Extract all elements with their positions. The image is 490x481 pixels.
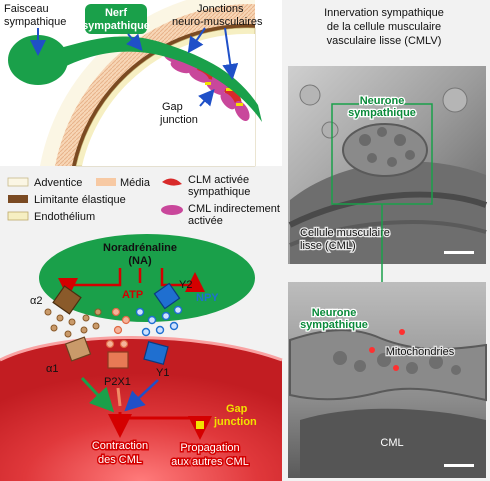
gap-junction-label-2: junction (213, 416, 257, 428)
npy-label: NPY (196, 292, 219, 304)
mitochondries-label: Mitochondries (386, 346, 455, 358)
micrograph-title-2: de la cellule musculaire (327, 21, 441, 33)
bottom-neurone-label-1: Neurone (312, 307, 357, 319)
top-neurone-label-2: sympathique (348, 107, 416, 119)
y2-label: Y2 (179, 279, 192, 291)
nerf-label-2: sympathique (82, 20, 150, 32)
bottom-neurone-label-2: sympathique (300, 319, 368, 331)
alpha2-label: α2 (30, 295, 42, 307)
alpha2-receptor (52, 285, 82, 315)
p2x1-receptor (107, 351, 129, 369)
p2x1-to-contraction-arrow (116, 387, 122, 407)
legend-clm-1: CLM activée (188, 174, 249, 186)
bottom-cml-label: CML (380, 437, 403, 449)
na-to-y2-arrow (160, 268, 205, 292)
propagation-label-1: Propagation (180, 442, 239, 454)
y2-receptor (153, 282, 181, 310)
atp-label: ATP (122, 289, 143, 301)
p2x1-label: P2X1 (104, 376, 131, 388)
sympathetic-nerve (8, 35, 262, 122)
y1-label: Y1 (156, 367, 169, 379)
alpha1-to-contraction-arrow (80, 376, 115, 413)
legend-swatch-adventice (7, 177, 29, 187)
legend-clm-icon (162, 178, 182, 186)
alpha1-label: α1 (46, 363, 58, 375)
nerve-terminal (39, 234, 255, 322)
gap-label-1: Gap (162, 101, 183, 113)
gap-junction-mark (196, 421, 204, 429)
jonctions-label-1: Jonctions (197, 3, 244, 15)
legend-swatch-limitante (8, 195, 28, 203)
legend-cml-1: CML indirectement (188, 203, 280, 215)
nerve-bundle (8, 35, 68, 85)
npy-vesicles (135, 305, 183, 337)
top-neurone-label-1: Neurone (360, 95, 405, 107)
y1-to-contraction-arrow (124, 379, 159, 412)
micrograph-bottom-texture (289, 329, 487, 478)
legend-swatch-endothelium (7, 211, 29, 221)
alpha1-receptor (64, 336, 92, 362)
propagation-label-2: aux autres CML (171, 456, 249, 468)
muscle-membrane (0, 336, 283, 362)
micrograph-title-3: vasculaire lisse (CMLV) (327, 35, 442, 47)
micrograph-panel: Innervation sympathique de la cellule mu… (288, 7, 488, 478)
legend-adventice: Adventice (34, 177, 82, 189)
jonctions-arrow-1 (187, 27, 206, 54)
faisceau-label-1: Faisceau (4, 3, 49, 15)
gap-label-2: junction (159, 114, 198, 126)
scale-bar-top (444, 251, 474, 254)
legend-cml-2: activée (188, 215, 223, 227)
micrograph-top-texture (288, 84, 488, 264)
legend-limitante: Limitante élastique (34, 194, 126, 206)
jonctions-arrow-2 (222, 27, 239, 80)
legend-endothelium: Endothélium (34, 211, 95, 223)
micrograph-title-1: Innervation sympathique (324, 7, 444, 19)
na-label-1: Noradrénaline (103, 242, 177, 254)
na-label-2: (NA) (128, 255, 152, 267)
legend-media: Média (120, 177, 151, 189)
faisceau-label-2: sympathique (4, 16, 66, 28)
scale-bar-bottom (444, 464, 474, 467)
contraction-label-1: Contraction (92, 440, 148, 452)
gap-arrow (198, 88, 215, 107)
nerf-label-1: Nerf (105, 7, 127, 19)
cml-label-2: lisse (CML) (300, 240, 356, 252)
cml-label-1: Cellule musculaire (300, 227, 390, 239)
atp-vesicles (105, 307, 131, 349)
legend-cml-icon (161, 205, 183, 215)
gap-junction-label-1: Gap (226, 403, 248, 415)
jonctions-label-2: neuro-musculaires (172, 16, 263, 28)
signaling-diagram: Noradrénaline (NA) ATP α2 Y2 NPY (0, 234, 283, 481)
legend: Adventice Média Limitante élastique Endo… (7, 174, 280, 227)
nerf-arrow (126, 33, 143, 52)
vessel-cross-section: Faisceau sympathique Nerf sympathique Jo… (0, 0, 282, 167)
legend-swatch-media (96, 178, 116, 186)
y1-receptor (143, 340, 169, 366)
legend-clm-2: sympathique (188, 186, 250, 198)
na-vesicles (44, 308, 102, 338)
nerve-fiber (60, 36, 262, 122)
contraction-label-2: des CML (98, 454, 142, 466)
nerf-label-bg (85, 4, 147, 34)
